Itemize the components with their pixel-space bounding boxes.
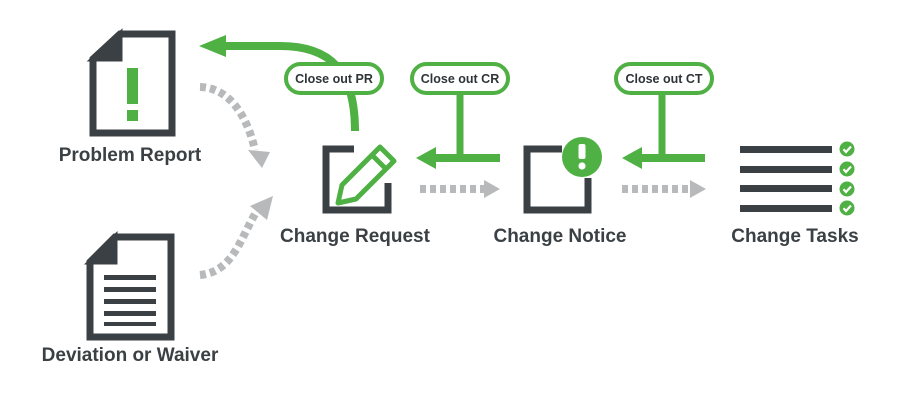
check-badge-icon [839, 181, 855, 197]
close-out-pr-callout: Close out PR [284, 62, 384, 95]
lined-document-icon [83, 230, 175, 341]
alert-notice-icon [523, 137, 602, 214]
change-notice-label: Change Notice [493, 226, 627, 247]
change-tasks-label: Change Tasks [731, 226, 859, 247]
dotted-arrow-problem-report-to-change-request [199, 83, 270, 168]
dotted-arrow-change-request-to-change-notice [420, 180, 500, 198]
close-out-cr-label: Close out CR [421, 72, 499, 86]
problem-report-label: Problem Report [58, 145, 202, 166]
close-out-pr-label: Close out PR [295, 72, 373, 86]
close-out-cr-arrow [416, 92, 500, 169]
task-checklist-icon [740, 141, 855, 216]
problem-report-document-icon [86, 28, 176, 137]
change-request-label: Change Request [280, 226, 430, 247]
close-out-ct-label: Close out CT [625, 72, 702, 86]
check-badge-icon [839, 200, 855, 216]
deviation-or-waiver-label: Deviation or Waiver [41, 345, 219, 366]
close-out-cr-callout: Close out CR [410, 62, 510, 95]
check-badge-icon [839, 161, 855, 177]
check-badge-icon [839, 141, 855, 157]
dotted-arrow-deviation-to-change-request [199, 196, 273, 279]
close-out-ct-arrow [622, 92, 705, 169]
dotted-arrow-change-notice-to-change-tasks [622, 180, 706, 198]
edit-pencil-icon [322, 144, 397, 214]
close-out-ct-callout: Close out CT [614, 62, 714, 95]
